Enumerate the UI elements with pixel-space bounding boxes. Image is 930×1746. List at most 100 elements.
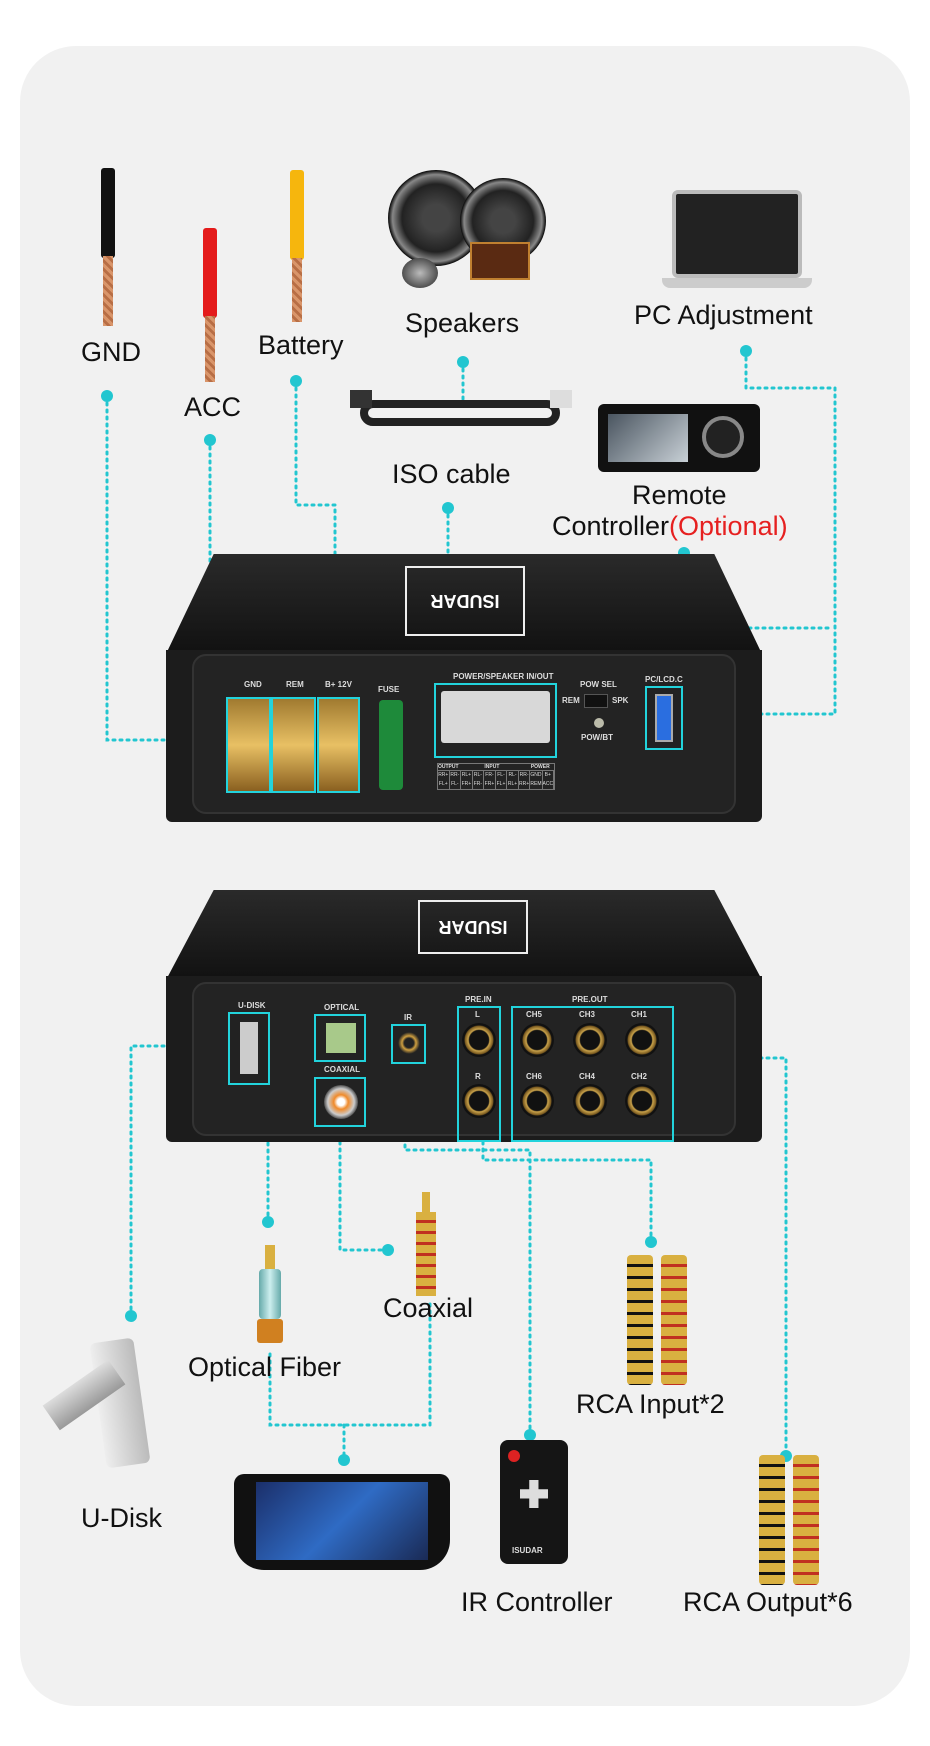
channel-jack[interactable] xyxy=(625,1023,659,1057)
iso-cable-label: ISO cable xyxy=(392,459,511,489)
pre-in-r-jack[interactable] xyxy=(462,1084,496,1118)
pin-cell: RL+ xyxy=(461,771,473,780)
pin-cell: FL+ xyxy=(496,780,508,789)
bplus-terminal[interactable] xyxy=(317,697,360,793)
usb-disk-icon xyxy=(40,1337,151,1470)
battery-label: Battery xyxy=(258,330,344,360)
channel-jack[interactable] xyxy=(520,1084,554,1118)
rem-switch-label: REM xyxy=(562,696,580,705)
input-header: INPUT xyxy=(484,764,500,770)
bottom-amp-logo: ISUDAR xyxy=(418,900,528,954)
channel-jack[interactable] xyxy=(520,1023,554,1057)
gnd-label: GND xyxy=(81,337,141,367)
gnd-copper-icon xyxy=(103,256,113,326)
acc-label: ACC xyxy=(184,392,242,422)
coaxial-label: Coaxial xyxy=(383,1293,474,1323)
spk-label: SPK xyxy=(612,696,629,705)
iso-cable-icon xyxy=(350,380,575,450)
rca-input-label: RCA Input*2 xyxy=(576,1389,725,1419)
pre-out-label: PRE.OUT xyxy=(572,995,608,1004)
laptop-icon xyxy=(662,190,812,298)
car-head-unit-icon xyxy=(234,1474,450,1570)
pre-out-group xyxy=(511,1006,674,1142)
ir-remote-icon: ISUDAR xyxy=(500,1440,568,1564)
channel-label: CH2 xyxy=(631,1072,648,1081)
udisk-port[interactable] xyxy=(228,1012,270,1085)
pin-cell: REM xyxy=(530,780,543,789)
channel-label: CH3 xyxy=(579,1010,596,1019)
channel-jack[interactable] xyxy=(573,1084,607,1118)
fuse-icon xyxy=(379,700,403,790)
pre-in-l-label: L xyxy=(475,1010,480,1019)
udisk-port-label: U-DISK xyxy=(238,1001,266,1010)
rca-input-icon xyxy=(625,1255,689,1385)
usb-pc-port[interactable] xyxy=(645,686,683,750)
optional-text: (Optional) xyxy=(669,511,788,541)
speakers-icon xyxy=(388,170,548,290)
pin-cell: RR+ xyxy=(438,771,450,780)
pin-cell: FR- xyxy=(484,771,496,780)
remote-controller-label: Controller(Optional) xyxy=(552,511,788,542)
coaxial-port[interactable] xyxy=(314,1077,366,1127)
ir-port[interactable] xyxy=(391,1024,426,1064)
speakers-label: Speakers xyxy=(405,308,520,338)
pin-cell: FL- xyxy=(450,780,462,789)
ir-remote-brand: ISUDAR xyxy=(512,1546,543,1555)
gnd-terminal[interactable] xyxy=(226,697,271,793)
pin-cell: B+ xyxy=(543,771,555,780)
pow-sel-label: POW SEL xyxy=(580,680,617,689)
pin-cell: RR- xyxy=(450,771,462,780)
remote-label: Remote xyxy=(632,480,727,510)
power-speaker-label: POWER/SPEAKER IN/OUT xyxy=(453,672,554,681)
channel-jack[interactable] xyxy=(625,1084,659,1118)
pre-in-r-label: R xyxy=(475,1072,481,1081)
pin-cell: RR+ xyxy=(519,780,531,789)
bplus-terminal-label: B+ 12V xyxy=(325,680,352,689)
rca-output-icon xyxy=(757,1455,821,1585)
acc-wire-icon xyxy=(203,228,217,318)
power-header: POWER xyxy=(530,764,550,770)
pin-cell: FR- xyxy=(473,780,485,789)
controller-text: Controller xyxy=(552,511,670,541)
coaxial-rca-icon xyxy=(414,1192,438,1296)
rem-terminal[interactable] xyxy=(271,697,316,793)
pin-cell: FL+ xyxy=(438,780,450,789)
ir-port-label: IR xyxy=(404,1013,412,1022)
pc-adjustment-label: PC Adjustment xyxy=(634,300,813,330)
pre-in-group xyxy=(457,1006,501,1142)
top-amp-logo: ISUDAR xyxy=(405,566,525,636)
pin-cell: FR+ xyxy=(461,780,473,789)
channel-jack[interactable] xyxy=(573,1023,607,1057)
optical-fiber-icon xyxy=(255,1245,285,1345)
battery-wire-icon xyxy=(290,170,304,260)
pre-in-l-jack[interactable] xyxy=(462,1023,496,1057)
optical-port[interactable] xyxy=(314,1014,366,1062)
pc-lcd-label: PC/LCD.C xyxy=(645,675,683,684)
channel-label: CH6 xyxy=(526,1072,543,1081)
pre-in-label: PRE.IN xyxy=(465,995,492,1004)
gnd-wire-icon xyxy=(101,168,115,258)
pin-cell: FR+ xyxy=(484,780,496,789)
battery-copper-icon xyxy=(292,258,302,322)
power-speaker-connector[interactable] xyxy=(434,683,557,758)
fuse-label: FUSE xyxy=(378,685,400,694)
pow-sel-switch[interactable] xyxy=(584,694,608,708)
pin-cell: RL- xyxy=(507,771,519,780)
channel-label: CH4 xyxy=(579,1072,596,1081)
pin-cell: RL- xyxy=(473,771,485,780)
optical-port-label: OPTICAL xyxy=(324,1003,360,1012)
gnd-terminal-label: GND xyxy=(244,680,262,689)
pow-bt-led xyxy=(594,718,604,728)
optical-fiber-label: Optical Fiber xyxy=(188,1352,342,1382)
pin-cell: ACC xyxy=(542,780,555,789)
ir-controller-label: IR Controller xyxy=(461,1587,613,1617)
remote-controller-icon xyxy=(598,404,760,472)
output-header: OUTPUT xyxy=(438,764,459,770)
rem-terminal-label: REM xyxy=(286,680,304,689)
background-card xyxy=(20,46,910,1706)
acc-copper-icon xyxy=(205,316,215,382)
pin-cell: GND xyxy=(530,771,543,780)
pin-cell: RL+ xyxy=(507,780,519,789)
pow-bt-label: POW/BT xyxy=(581,733,613,742)
pin-cell: FL- xyxy=(496,771,508,780)
